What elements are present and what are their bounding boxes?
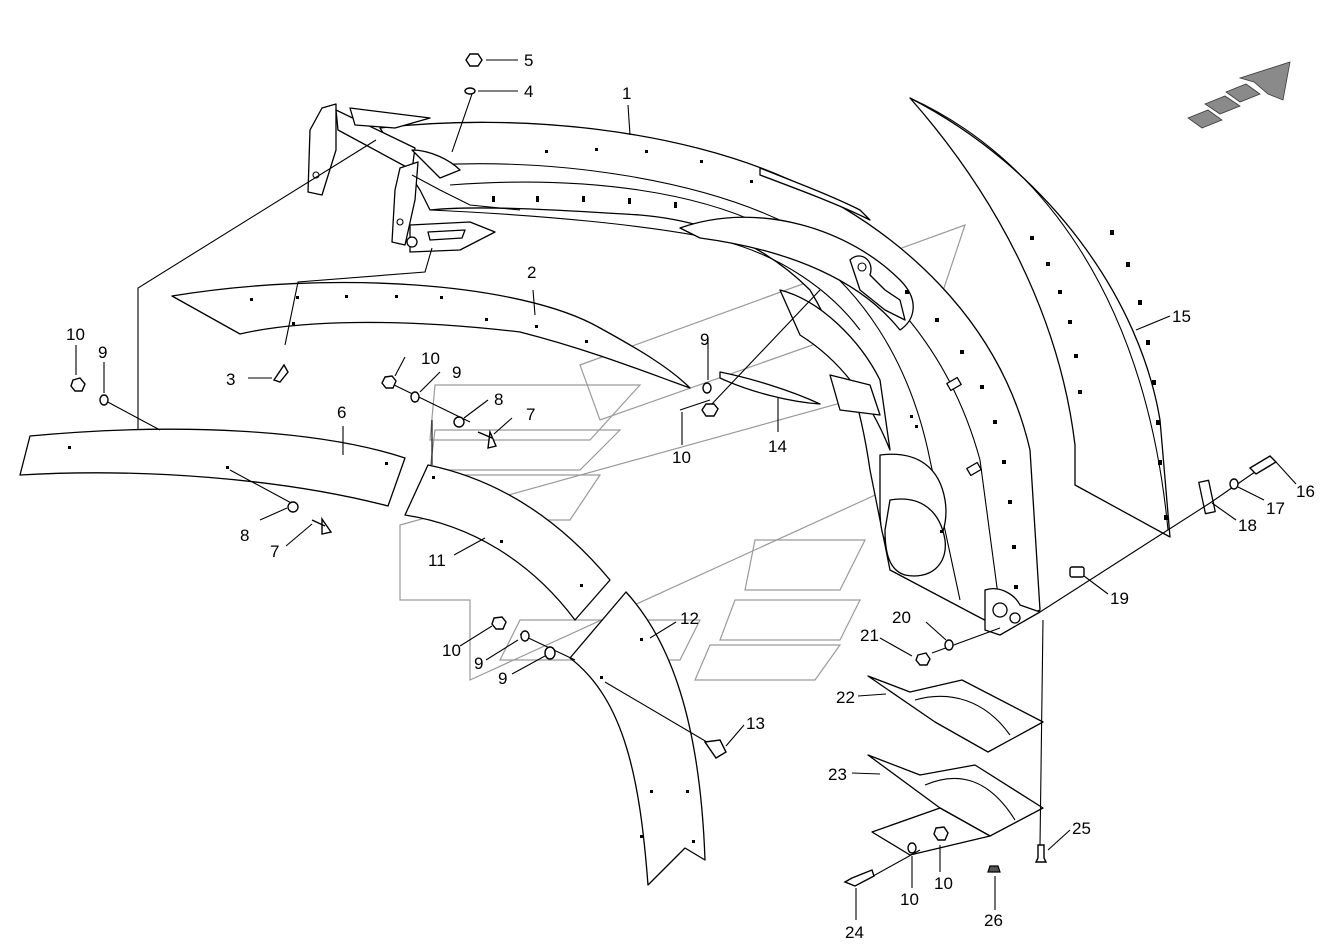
hardware [70, 53, 1278, 887]
washer-icon [944, 639, 954, 651]
callout-5: 5 [524, 51, 533, 70]
callout-9: 9 [98, 343, 107, 362]
part-18-plate [1198, 479, 1216, 515]
washer-icon [702, 382, 712, 394]
forward-direction-arrow-icon [1187, 61, 1291, 129]
callout-10: 10 [66, 325, 85, 344]
callout-12: 12 [680, 609, 699, 628]
hex-nut-icon [70, 377, 86, 392]
callout-6: 6 [337, 403, 346, 422]
callout-18: 18 [1238, 516, 1257, 535]
callout-ticks [75, 59, 1297, 920]
spacer-icon [1069, 566, 1085, 578]
hex-nut-icon [915, 652, 931, 666]
part-23-plate [867, 754, 1044, 856]
callout-7: 7 [270, 542, 279, 561]
bolt-icon [272, 363, 289, 383]
washer-icon [464, 87, 476, 95]
callout-17: 17 [1266, 499, 1285, 518]
bolt-icon [1034, 844, 1048, 863]
bolt-icon [311, 516, 333, 535]
callout-labels: 5 4 1 2 3 6 10 9 10 9 8 7 8 7 11 12 9 10… [66, 51, 1315, 942]
washer-icon [1229, 478, 1239, 490]
washer-icon [410, 391, 420, 403]
callout-1: 1 [622, 84, 631, 103]
callout-13: 13 [746, 714, 765, 733]
part-1-mudguard [379, 121, 1041, 636]
callout-10: 10 [421, 349, 440, 368]
hex-nut-icon [465, 53, 483, 67]
callout-9: 9 [474, 654, 483, 673]
plug-icon [987, 865, 1001, 873]
callout-8: 8 [494, 390, 503, 409]
callout-16: 16 [1296, 482, 1315, 501]
washer-icon [453, 416, 465, 428]
callout-25: 25 [1072, 819, 1091, 838]
callout-7: 7 [526, 405, 535, 424]
callout-3: 3 [226, 370, 235, 389]
washer-icon [520, 630, 530, 642]
part-12-mud-flap [569, 591, 706, 886]
callout-11: 11 [428, 551, 446, 570]
callout-2: 2 [527, 263, 536, 282]
callout-9: 9 [700, 330, 709, 349]
callout-4: 4 [524, 82, 533, 101]
part-14-gasket [719, 371, 821, 405]
bolt-icon [1248, 455, 1278, 475]
part-6-lower-strip [19, 428, 406, 507]
callout-26: 26 [984, 911, 1003, 930]
bolt-icon [703, 739, 727, 759]
callout-8: 9 [498, 669, 507, 688]
bolt-icon [477, 429, 497, 449]
callout-20: 20 [892, 608, 911, 627]
callout-9: 10 [934, 874, 953, 893]
washer-icon [907, 842, 917, 854]
callout-14: 14 [768, 437, 787, 456]
callout-15: 15 [1172, 307, 1191, 326]
part-22-plate [867, 675, 1044, 753]
part-2-front-strip [171, 281, 691, 389]
callout-10: 10 [900, 890, 919, 909]
callout-10: 10 [672, 448, 691, 467]
hex-nut-icon [701, 403, 719, 417]
hex-nut-icon [381, 375, 397, 389]
hex-nut-icon [933, 826, 949, 841]
part-15-outer-panel [909, 97, 1171, 538]
callout-22: 22 [836, 688, 855, 707]
callout-23: 23 [828, 765, 847, 784]
callout-9: 9 [452, 363, 461, 382]
callout-10: 10 [442, 641, 461, 660]
washer-icon [287, 501, 299, 513]
hex-nut-icon [491, 616, 507, 630]
washer-icon [544, 646, 556, 660]
callout-8: 8 [240, 526, 249, 545]
washer-icon [99, 394, 109, 406]
assembly-lines [103, 93, 1266, 881]
bolt-icon [843, 869, 875, 887]
callout-21: 21 [860, 626, 879, 645]
callout-24: 24 [845, 923, 864, 942]
part-11-inner-flap [404, 464, 611, 621]
callout-19: 19 [1110, 589, 1129, 608]
